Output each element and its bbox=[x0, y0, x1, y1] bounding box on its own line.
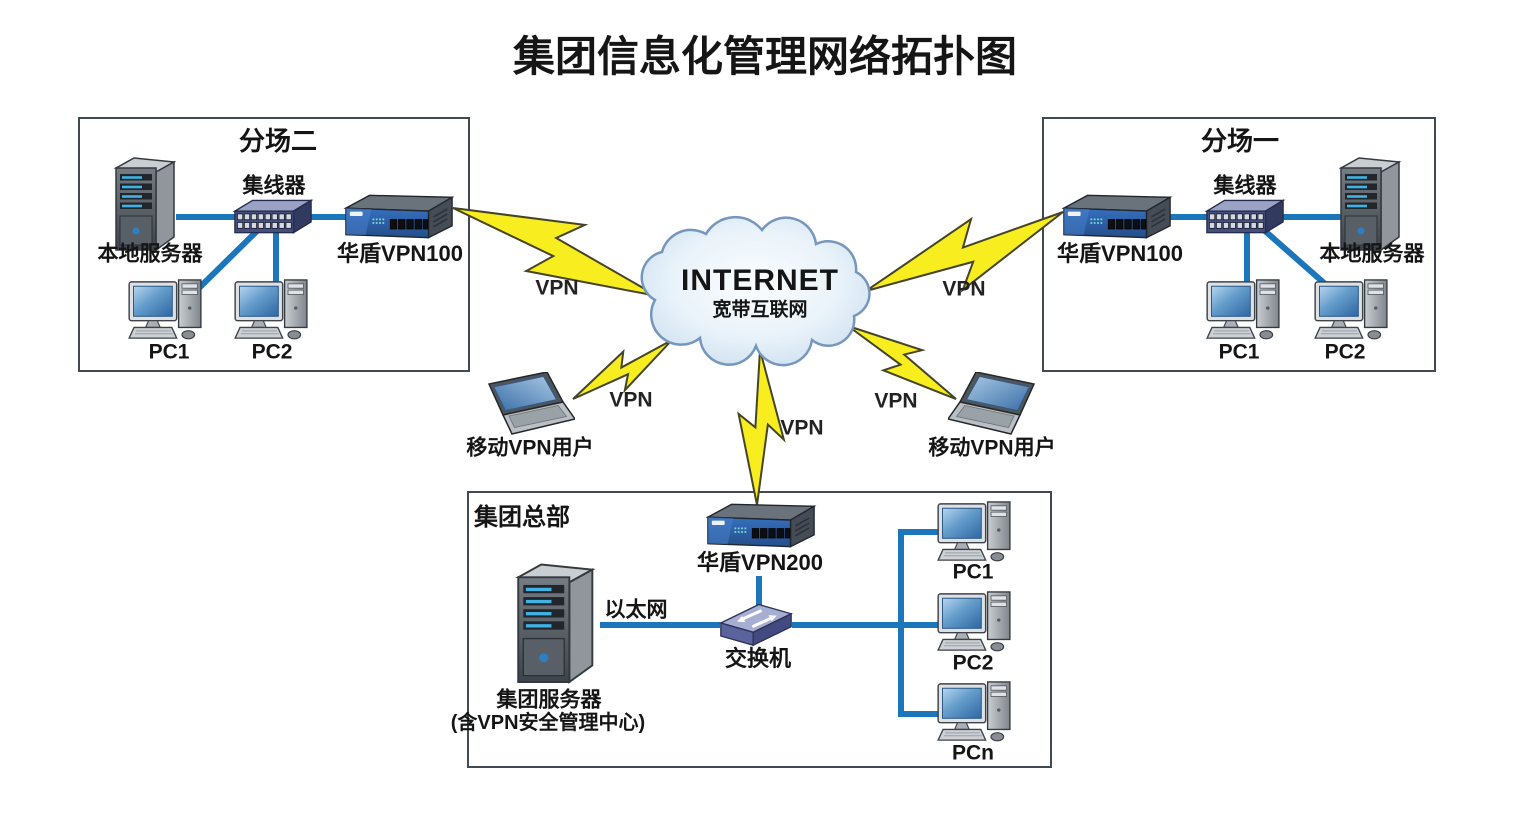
mobile-vpn-user-left-icon bbox=[488, 372, 575, 435]
page-title: 集团信息化管理网络拓扑图 bbox=[512, 33, 1018, 80]
hq-ethernet-label: 以太网 bbox=[604, 598, 668, 622]
mobile-vpn-user-right-icon bbox=[948, 372, 1035, 435]
branch1-server-label: 本地服务器 bbox=[1319, 242, 1425, 266]
vpn-bolt-branch1 bbox=[854, 185, 1078, 325]
mobile-vpn-user-right-label: 移动VPN用户 bbox=[928, 436, 1056, 460]
hq-pcn-icon bbox=[937, 681, 1011, 742]
vpn-label-branch1: VPN bbox=[942, 277, 986, 301]
vpn-label-hq: VPN bbox=[780, 416, 824, 440]
link-branch2-hub-pc1 bbox=[194, 228, 260, 293]
hq-server-icon bbox=[517, 563, 594, 684]
branch2-title: 分场二 bbox=[238, 126, 318, 156]
hq-title: 集团总部 bbox=[474, 504, 570, 531]
mobile-vpn-user-left-label: 移动VPN用户 bbox=[466, 436, 594, 460]
hq-switch-label: 交换机 bbox=[724, 646, 792, 671]
internet-title: INTERNET bbox=[681, 264, 839, 297]
branch2-server-label: 本地服务器 bbox=[97, 242, 203, 266]
branch2-pc1-icon bbox=[128, 279, 202, 340]
hq-server-label: 集团服务器 bbox=[496, 688, 602, 712]
branch1-gateway-label: 华盾VPN100 bbox=[1057, 241, 1183, 266]
vpn-bolt-hq bbox=[736, 348, 787, 507]
network-links bbox=[176, 214, 1341, 717]
branch1-hub-icon bbox=[1206, 199, 1284, 234]
branch2-pc2-icon bbox=[234, 279, 308, 340]
branch1-hub-label: 集线器 bbox=[1213, 174, 1277, 198]
branch2-hub-icon bbox=[234, 199, 312, 234]
branch1-box bbox=[1042, 117, 1436, 372]
vpn-label-mobile-left: VPN bbox=[609, 388, 653, 412]
branch1-server-icon bbox=[1340, 157, 1400, 251]
branch2-hub-label: 集线器 bbox=[242, 174, 306, 198]
branch1-title: 分场一 bbox=[1200, 126, 1280, 156]
vpn-label-mobile-right: VPN bbox=[874, 389, 918, 413]
vpn-label-branch2: VPN bbox=[535, 276, 579, 300]
internet-subtitle: 宽带互联网 bbox=[712, 299, 808, 321]
branch1-vpn100-icon bbox=[1063, 194, 1171, 239]
internet-cloud-icon bbox=[640, 215, 871, 367]
branch1-pc1-icon bbox=[1206, 279, 1280, 340]
hq-pc2-icon bbox=[937, 591, 1011, 652]
vpn-bolt-branch2 bbox=[440, 173, 673, 324]
branch2-server-icon bbox=[115, 157, 175, 251]
hq-vpn200-icon bbox=[707, 503, 815, 548]
branch2-gateway-label: 华盾VPN100 bbox=[337, 241, 463, 266]
hq-server-note: (含VPN安全管理中心) bbox=[450, 712, 646, 734]
branch2-pc2-label: PC2 bbox=[251, 340, 293, 364]
hq-gateway-label: 华盾VPN200 bbox=[697, 550, 823, 575]
link-branch1-hub-pc2 bbox=[1263, 228, 1334, 293]
hq-switch-icon bbox=[719, 602, 793, 647]
branch1-pc1-label: PC1 bbox=[1218, 340, 1260, 364]
hq-pc1-label: PC1 bbox=[952, 560, 994, 584]
branch2-vpn100-icon bbox=[345, 194, 453, 239]
hq-pc1-icon bbox=[937, 501, 1011, 562]
hq-pc2-label: PC2 bbox=[952, 651, 994, 675]
branch1-pc2-label: PC2 bbox=[1324, 340, 1366, 364]
branch2-box bbox=[78, 117, 470, 372]
branch2-pc1-label: PC1 bbox=[148, 340, 190, 364]
branch1-pc2-icon bbox=[1314, 279, 1388, 340]
hq-pcn-label: PCn bbox=[952, 741, 994, 765]
